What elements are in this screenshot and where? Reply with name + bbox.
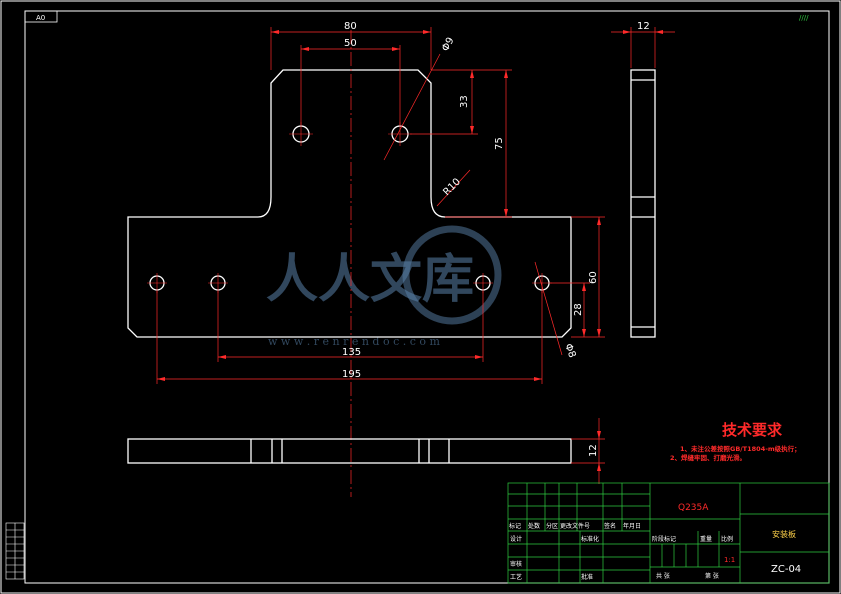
tb-row-design: 设计 <box>510 535 522 543</box>
dimension-lines <box>156 27 605 384</box>
tb-mid-stage: 阶段标记 <box>652 535 676 543</box>
tb-header-5: 年月日 <box>623 522 641 530</box>
tb-mid-weight: 重量 <box>700 535 712 543</box>
dimension-arrows <box>157 30 601 381</box>
dim-top-hole-dia: Φ9 <box>440 36 457 54</box>
tb-header-0: 标记 <box>509 522 521 530</box>
title-block-part-name: 安装板 <box>772 529 796 539</box>
bottom-view-arrows <box>597 431 601 471</box>
dim-top-hole-spacing: 50 <box>344 38 357 49</box>
top-hole-right <box>388 122 412 146</box>
sheet-inner-frame <box>24 10 830 584</box>
side-view-arrows <box>623 30 663 34</box>
bottom-hole-1 <box>147 273 167 293</box>
dim-hole-spacing-inner: 135 <box>342 347 361 358</box>
dim-base-hole-height: 28 <box>573 303 584 316</box>
dim-fillet-radius: R10 <box>441 176 463 198</box>
sheet-size-box <box>24 10 58 23</box>
dim-bottom-view-thickness: 12 <box>588 444 599 457</box>
dim-hole-spacing-outer: 195 <box>342 369 361 380</box>
side-view-dimension <box>611 27 675 68</box>
tb-total-sheets: 共 张 <box>656 572 670 580</box>
tb-header-3: 更改文件号 <box>560 522 590 530</box>
tb-header-1: 处数 <box>528 522 540 530</box>
tech-requirements-line2: 2、焊缝牢固、打磨光滑。 <box>670 453 746 462</box>
side-view <box>630 69 656 338</box>
tb-sheet-no: 第 张 <box>705 572 719 580</box>
tb-header-2: 分区 <box>546 522 558 530</box>
dim-hole-offset: 33 <box>459 95 470 108</box>
bottom-view-dimension <box>571 418 605 484</box>
watermark: 人人文库 w w w . r e n r e n d o c . c o m <box>266 225 502 348</box>
tb-row-review: 审核 <box>510 560 522 568</box>
corner-mark: //// <box>799 14 809 22</box>
bottom-hole-4 <box>532 273 552 293</box>
front-view-outline <box>127 69 572 338</box>
tech-requirements-line1: 1、未注公差按照GB/T1804-m级执行； <box>680 444 801 453</box>
tb-mid-scale: 比例 <box>721 535 733 543</box>
sheet-size-label: A0 <box>36 14 45 22</box>
title-block-grid <box>507 482 830 584</box>
dim-bottom-hole-dia: Φ8 <box>562 342 577 359</box>
dim-top-height: 75 <box>494 137 505 150</box>
watermark-ring <box>402 225 502 325</box>
bottom-hole-3 <box>473 273 493 293</box>
tb-row-process: 工艺 <box>510 573 522 581</box>
title-block-material: Q235A <box>678 503 709 513</box>
tb-header-4: 签名 <box>604 522 616 530</box>
watermark-title: 人人文库 <box>266 249 474 310</box>
tb-col-standard: 标准化 <box>581 535 599 543</box>
tb-col-approve: 批准 <box>581 573 593 581</box>
dim-side-thickness: 12 <box>637 21 650 32</box>
bottom-view <box>127 438 572 464</box>
title-block-drawing-no: ZC-04 <box>771 564 801 575</box>
top-hole-left <box>289 122 313 146</box>
bottom-hole-2 <box>208 273 228 293</box>
tech-requirements-title: 技术要求 <box>722 421 783 439</box>
side-revision-strip <box>5 522 25 580</box>
dim-base-height: 60 <box>588 271 599 284</box>
watermark-url: w w w . r e n r e n d o c . c o m <box>268 335 440 348</box>
dim-top-width: 80 <box>344 21 357 32</box>
title-block-scale: 1:1 <box>724 556 735 564</box>
